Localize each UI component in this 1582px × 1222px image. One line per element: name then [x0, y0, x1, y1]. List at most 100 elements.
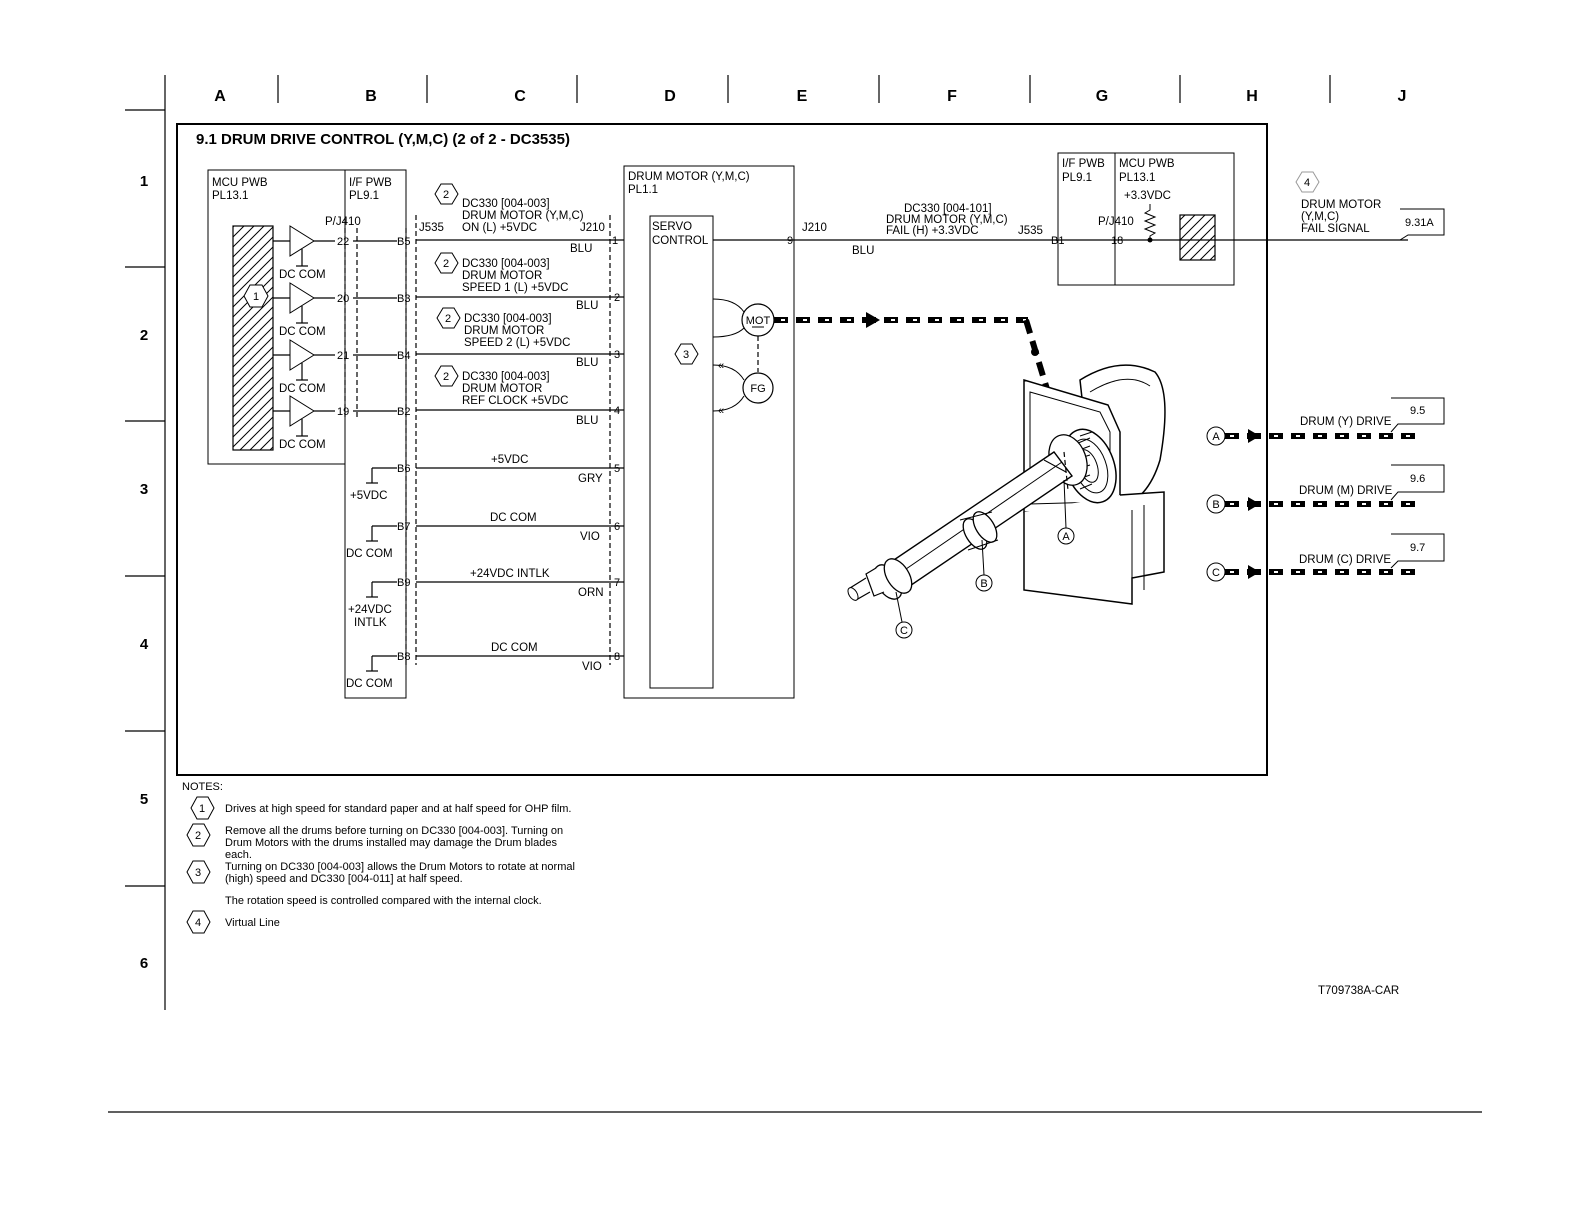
driver-row: 19 B2 DC COM	[273, 395, 410, 451]
svg-text:2: 2	[195, 830, 201, 842]
note-marker-3: 3	[674, 343, 699, 365]
svg-text:A: A	[1062, 531, 1070, 543]
svg-text:DC330 [004-003]: DC330 [004-003]	[462, 198, 550, 210]
svg-text:3: 3	[614, 349, 620, 361]
connector-j535: J535	[419, 222, 444, 234]
power-wire: B7 DC COM DC COM VIO 6	[346, 512, 624, 560]
svg-text:9.6: 9.6	[1410, 473, 1425, 485]
svg-text:BLU: BLU	[570, 243, 592, 255]
row-label: 4	[140, 636, 149, 653]
right-mcu-pwb-label: MCU PWB	[1119, 158, 1175, 170]
svg-text:B: B	[1212, 499, 1219, 511]
svg-text:C: C	[900, 625, 908, 637]
right-mcu-pwb-box	[1114, 152, 1235, 286]
svg-text:DC COM: DC COM	[490, 512, 537, 524]
svg-text:9.7: 9.7	[1410, 542, 1425, 554]
svg-text:DRUM MOTOR: DRUM MOTOR	[464, 325, 544, 337]
svg-text:21: 21	[337, 350, 349, 362]
svg-text:BLU: BLU	[576, 357, 598, 369]
svg-text:3: 3	[683, 349, 689, 361]
col-label: C	[514, 88, 526, 105]
svg-text:DC330 [004-003]: DC330 [004-003]	[462, 371, 550, 383]
drive-output: A DRUM (Y) DRIVE 9.5	[1206, 397, 1445, 446]
if-pwb-pl: PL9.1	[349, 190, 379, 202]
if-pwb-box	[344, 169, 407, 699]
mot-icon: MOT	[741, 303, 775, 337]
svg-text:20: 20	[337, 293, 349, 305]
row-label: 1	[140, 173, 148, 190]
svg-text:9.31A: 9.31A	[1405, 217, 1434, 229]
svg-text:19: 19	[337, 406, 349, 418]
fail-wire-color: BLU	[852, 245, 874, 257]
fail-j535: J535	[1018, 225, 1043, 237]
svg-text:7: 7	[614, 577, 620, 589]
svg-text:4: 4	[614, 405, 620, 417]
svg-text:DC COM: DC COM	[346, 548, 393, 560]
signal-wire: 2 DC330 [004-003] DRUM MOTOR SPEED 2 (L)…	[416, 307, 624, 369]
svg-text:VIO: VIO	[582, 661, 602, 673]
fail-signal-label: DC330 [004-101]	[904, 203, 992, 215]
col-label: D	[664, 88, 676, 105]
svg-text:6: 6	[614, 521, 620, 533]
power-label-intlk: +24VDC	[348, 604, 392, 616]
svg-text:REF CLOCK +5VDC: REF CLOCK +5VDC	[462, 395, 568, 407]
svg-text:+5VDC: +5VDC	[491, 454, 528, 466]
col-label: F	[947, 88, 957, 105]
ref-tag-931a: 9.31A	[1399, 208, 1445, 241]
svg-text:B3: B3	[397, 293, 410, 305]
figure-id: T709738A-CAR	[1318, 985, 1399, 997]
row-label: 2	[140, 327, 148, 344]
fail-signal-label: FAIL (H) +3.3VDC	[886, 225, 979, 237]
svg-text:B7: B7	[397, 521, 410, 533]
row-label: 3	[140, 481, 148, 498]
svg-text:(high) speed and DC330 [004-01: (high) speed and DC330 [004-011] at half…	[225, 873, 463, 885]
drive-output: B DRUM (M) DRIVE 9.6	[1206, 464, 1445, 514]
row-label: 6	[140, 955, 148, 972]
fail-output-label: DRUM MOTOR	[1301, 199, 1381, 211]
svg-text:DRUM (C) DRIVE: DRUM (C) DRIVE	[1299, 554, 1391, 566]
svg-text:B4: B4	[397, 350, 410, 362]
col-label: J	[1398, 88, 1407, 105]
svg-text:1: 1	[199, 803, 205, 815]
callout-line	[1063, 479, 1067, 529]
signal-wire: 2 DC330 [004-003] DRUM MOTOR (Y,M,C) ON …	[416, 183, 624, 255]
fail-output-label: FAIL SIGNAL	[1301, 223, 1370, 235]
col-label: E	[797, 88, 808, 105]
drum-motor-label: DRUM MOTOR (Y,M,C)	[628, 171, 750, 183]
svg-text:Drives at high speed for stand: Drives at high speed for standard paper …	[225, 803, 572, 815]
drive-output: C DRUM (C) DRIVE 9.7	[1206, 533, 1445, 582]
mcu-pwb-pl: PL13.1	[212, 190, 248, 202]
svg-text:DC330 [004-003]: DC330 [004-003]	[464, 313, 552, 325]
svg-text:B9: B9	[397, 577, 410, 589]
fg-link	[712, 364, 745, 381]
drum-motor-pl: PL1.1	[628, 184, 658, 196]
callout-line	[981, 539, 985, 576]
svg-text:DC COM: DC COM	[279, 326, 326, 338]
drum-motor-box	[623, 165, 795, 699]
svg-text:The rotation speed is controll: The rotation speed is controlled compare…	[225, 895, 542, 907]
right-if-pwb-pl: PL9.1	[1062, 172, 1092, 184]
svg-text:A: A	[1212, 431, 1220, 443]
fail-j210: J210	[802, 222, 827, 234]
svg-text:B8: B8	[397, 651, 410, 663]
svg-text:2: 2	[614, 292, 620, 304]
row-label: 5	[140, 791, 148, 808]
driver-row: 20 B3 DC COM	[273, 282, 410, 338]
note-item: 1 Drives at high speed for standard pape…	[190, 796, 572, 820]
svg-text:8: 8	[614, 651, 620, 663]
mcu-pwb-label: MCU PWB	[212, 177, 268, 189]
svg-text:DC330 [004-003]: DC330 [004-003]	[462, 258, 550, 270]
svg-text:SPEED 1 (L) +5VDC: SPEED 1 (L) +5VDC	[462, 282, 568, 294]
svg-text:BLU: BLU	[576, 300, 598, 312]
svg-text:3: 3	[195, 867, 201, 879]
servo-control-box	[649, 215, 714, 689]
svg-text:DRUM MOTOR (Y,M,C): DRUM MOTOR (Y,M,C)	[462, 210, 584, 222]
svg-text:BLU: BLU	[576, 415, 598, 427]
svg-text:C: C	[1212, 567, 1220, 579]
connector-pj410: P/J410	[325, 216, 361, 228]
svg-text:DC COM: DC COM	[491, 642, 538, 654]
mcu-pwb-box	[207, 169, 346, 465]
svg-text:DRUM MOTOR: DRUM MOTOR	[462, 383, 542, 395]
svg-text:9.5: 9.5	[1410, 405, 1425, 417]
